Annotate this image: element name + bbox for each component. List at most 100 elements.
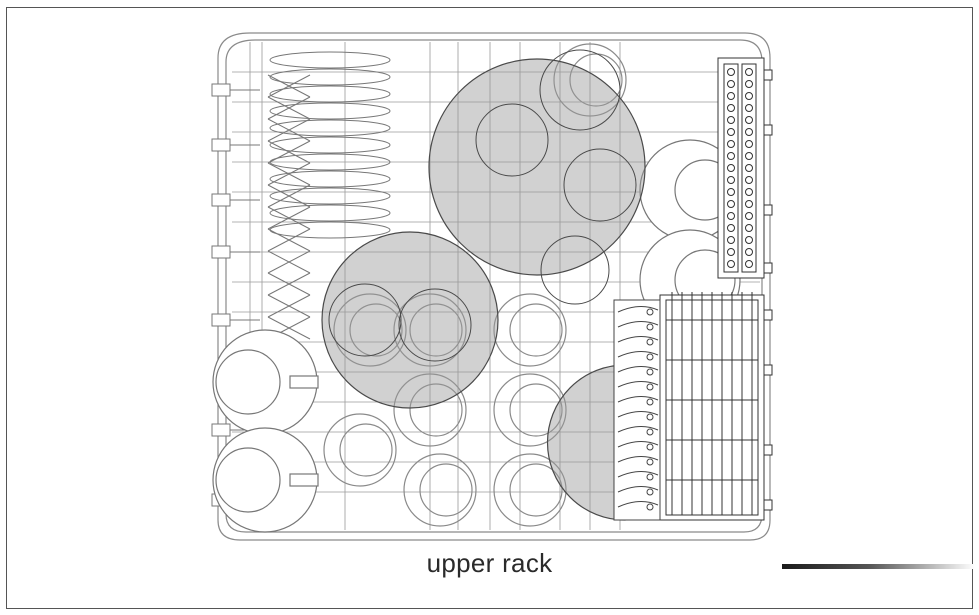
basket-clip <box>763 124 773 136</box>
stacked-plate <box>269 119 391 137</box>
tine-cross <box>267 206 311 230</box>
fan-peg <box>646 443 654 451</box>
basket-peg <box>745 80 753 88</box>
fan-peg <box>646 413 654 421</box>
basket-peg <box>727 248 735 256</box>
stacked-plate <box>269 170 391 188</box>
cup <box>393 373 467 447</box>
fan-peg <box>646 383 654 391</box>
cup <box>553 43 627 117</box>
side-tab <box>211 138 231 152</box>
basket-peg <box>745 164 753 172</box>
basket-peg <box>745 68 753 76</box>
fan-tine <box>617 501 659 508</box>
bowl-1-inner <box>215 349 281 415</box>
fan-tine <box>617 456 659 463</box>
cups <box>323 43 627 527</box>
tine-cross <box>267 184 311 208</box>
cup-inner <box>409 383 463 437</box>
basket-peg <box>727 224 735 232</box>
figure-frame <box>6 7 973 609</box>
cup-inner <box>509 463 563 517</box>
basket-peg <box>745 128 753 136</box>
tine-cross <box>267 140 311 164</box>
basket-peg <box>727 200 735 208</box>
stacked-plate <box>269 68 391 86</box>
rack-frame <box>217 32 771 541</box>
fan-peg <box>646 338 654 346</box>
fan-tine <box>617 486 659 493</box>
cutlery-basket-top <box>717 57 773 279</box>
plate-stack <box>269 51 391 239</box>
tine-cross <box>267 228 311 252</box>
stacked-plate <box>269 136 391 154</box>
stacked-plate <box>269 221 391 239</box>
basket-peg <box>745 152 753 160</box>
basket-peg <box>745 260 753 268</box>
basket-peg <box>727 80 735 88</box>
cup-inner <box>419 463 473 517</box>
plate-inner-rings <box>328 49 637 362</box>
bowl-2-inner <box>215 447 281 513</box>
basket-peg <box>727 68 735 76</box>
basket-peg <box>727 116 735 124</box>
fan-peg <box>646 308 654 316</box>
cup <box>403 453 477 527</box>
basket-peg <box>727 188 735 196</box>
basket-peg <box>745 248 753 256</box>
basket-peg <box>745 92 753 100</box>
cup <box>323 413 397 487</box>
fan-tine <box>617 411 659 418</box>
fan-peg <box>646 353 654 361</box>
basket-peg <box>745 224 753 232</box>
basket-peg <box>745 200 753 208</box>
fan-peg <box>646 428 654 436</box>
tine-cross <box>267 96 311 120</box>
fan-peg <box>646 368 654 376</box>
fan-tine <box>617 336 659 343</box>
tine-cross <box>267 74 311 98</box>
fan-tine <box>617 441 659 448</box>
side-tab <box>211 313 231 327</box>
accent-rule <box>782 564 975 569</box>
bowl-1-tab <box>289 375 319 389</box>
stacked-plate <box>269 102 391 120</box>
basket-peg <box>745 236 753 244</box>
basket-peg <box>745 140 753 148</box>
cutlery-fan-rack <box>613 299 661 521</box>
fan-tine <box>617 366 659 373</box>
side-tab <box>211 245 231 259</box>
stacked-plate <box>269 187 391 205</box>
basket-peg <box>745 104 753 112</box>
large-plates <box>321 58 646 521</box>
fan-tine <box>617 381 659 388</box>
fan-peg <box>646 398 654 406</box>
large-plate-3 <box>546 364 626 521</box>
cup-inner <box>569 53 623 107</box>
tine-cross <box>267 162 311 186</box>
fan-tine <box>617 351 659 358</box>
cup-inner <box>509 383 563 437</box>
tine-cross <box>267 272 311 296</box>
stacked-plate <box>269 85 391 103</box>
basket-peg <box>745 188 753 196</box>
plate-tines <box>267 74 311 340</box>
basket-clip <box>763 309 773 321</box>
basket-clip <box>763 262 773 274</box>
fan-peg <box>646 473 654 481</box>
basket-peg <box>745 212 753 220</box>
cup-inner <box>339 423 393 477</box>
basket-peg <box>727 176 735 184</box>
fan-tine <box>617 396 659 403</box>
basket-peg <box>727 104 735 112</box>
basket-peg <box>727 212 735 220</box>
basket-peg <box>727 152 735 160</box>
fan-peg <box>646 488 654 496</box>
cutlery-basket-bottom <box>659 292 773 521</box>
side-tab <box>211 83 231 97</box>
figure-caption: upper rack <box>426 548 553 578</box>
cup <box>493 293 567 367</box>
cup-inner <box>349 303 403 357</box>
cup-inner <box>509 303 563 357</box>
